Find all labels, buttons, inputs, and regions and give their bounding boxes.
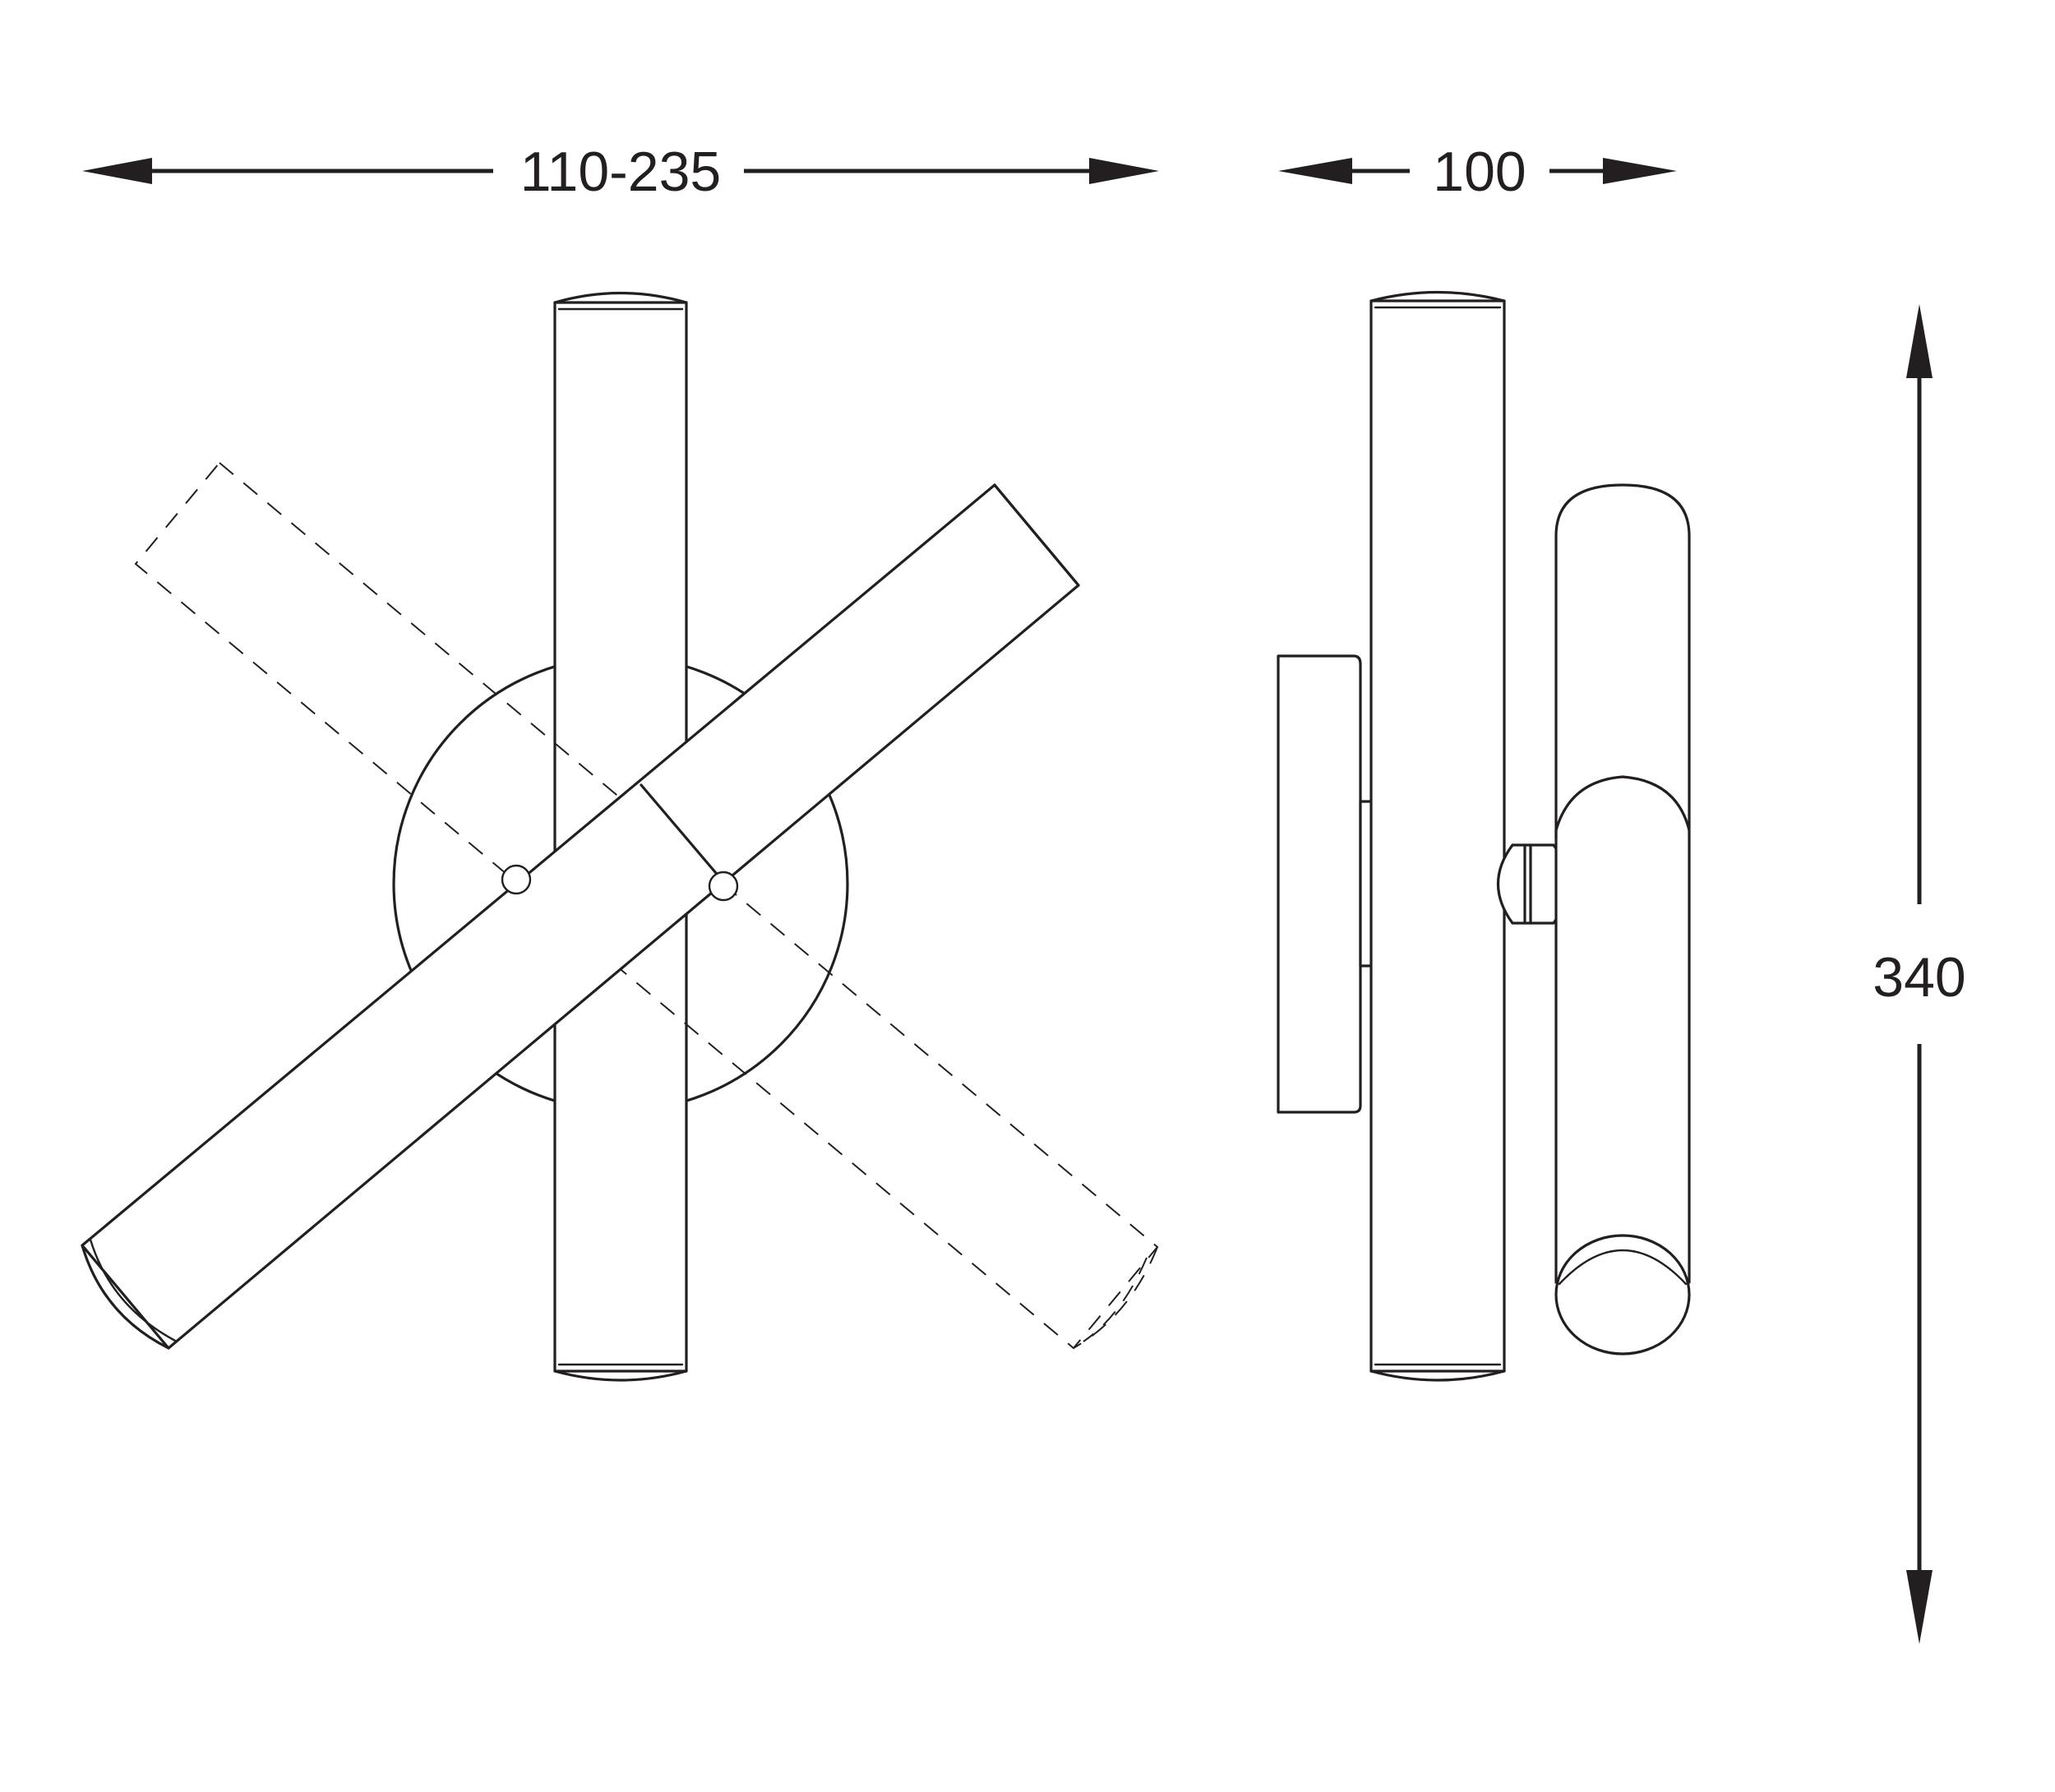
side-view <box>1277 290 1691 1382</box>
depth-dimension-label: 100 <box>1433 141 1526 203</box>
width-dimension: 110-235 <box>82 141 1159 203</box>
rotating-arm <box>81 483 1080 1350</box>
height-dimension-label: 340 <box>1873 946 1965 1009</box>
height-dimension: 340 <box>1873 304 1966 1644</box>
width-dimension-label: 110-235 <box>520 141 722 203</box>
vertical-tube-side <box>1369 290 1506 1382</box>
depth-dimension: 100 <box>1278 141 1677 203</box>
spotlight-cylinder <box>1554 483 1691 1356</box>
front-view <box>81 291 1159 1382</box>
